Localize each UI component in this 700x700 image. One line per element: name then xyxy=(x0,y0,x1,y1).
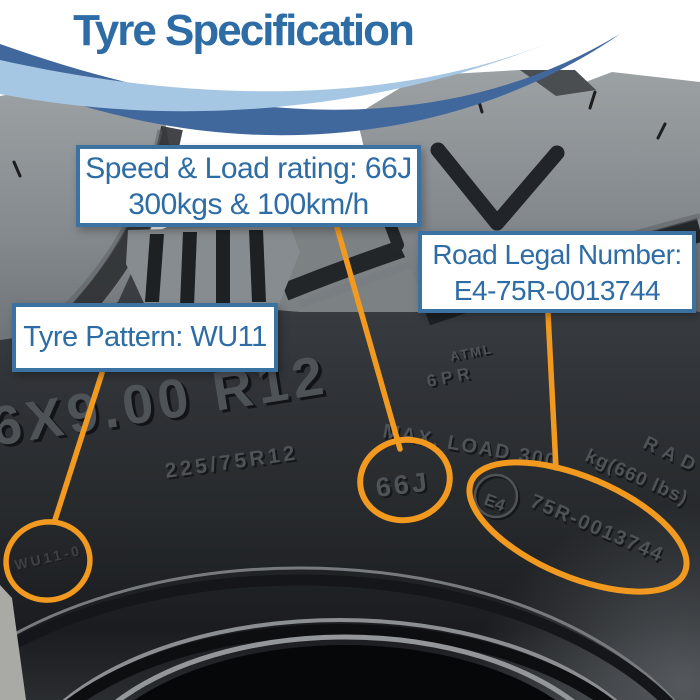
header-banner xyxy=(0,34,620,136)
road-legal-line1: Road Legal Number: xyxy=(432,239,682,270)
tyre-pattern-label: Tyre Pattern: WU11 xyxy=(23,321,267,353)
road-legal-line2: E4-75R-0013744 xyxy=(453,275,661,306)
callout-tyre-pattern: Tyre Pattern: WU11 xyxy=(12,303,278,372)
crown-slot xyxy=(249,230,266,302)
callout-road-legal: Road Legal Number: E4-75R-0013744 xyxy=(418,231,696,313)
bead-highlight xyxy=(115,634,575,700)
crown-slot xyxy=(180,232,197,306)
speed-load-line1: Speed & Load rating: 66J xyxy=(85,152,412,185)
annotation-circle-pattern xyxy=(3,519,93,603)
marking-speed-load-index: 66J 66J xyxy=(374,467,434,505)
svg-text:66J: 66J xyxy=(376,468,433,504)
annotation-line-road-legal xyxy=(545,310,559,471)
speed-load-line2: 300kgs & 100km/h xyxy=(128,188,369,221)
hub-hole xyxy=(134,645,556,700)
tread-v-groove xyxy=(430,142,565,231)
annotation-circle-66j xyxy=(357,436,453,524)
annotation-ellipse-road-number xyxy=(466,459,690,595)
vent-spews xyxy=(12,90,667,178)
callout-speed-load: Speed & Load rating: 66J 300kgs & 100km/… xyxy=(76,145,421,227)
svg-text:66J: 66J xyxy=(374,467,431,503)
floor-sliver xyxy=(0,585,26,700)
crown-slot xyxy=(145,234,164,302)
banner-light-arc xyxy=(0,40,556,112)
annotation-line-speed xyxy=(334,224,403,452)
annotations xyxy=(3,224,690,603)
bead-rings xyxy=(0,566,676,700)
crown-slot xyxy=(216,230,230,308)
page-title: Tyre Specification xyxy=(73,6,415,55)
annotation-line-pattern xyxy=(52,370,105,523)
